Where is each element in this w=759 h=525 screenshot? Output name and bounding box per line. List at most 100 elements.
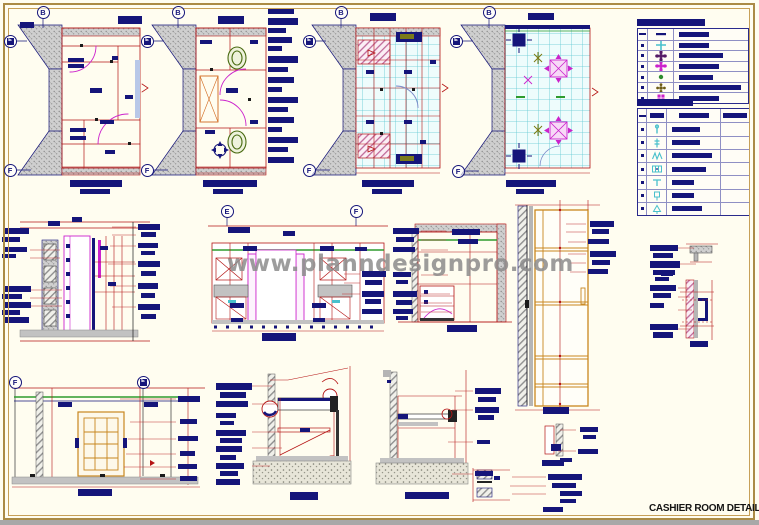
section-marker-b: B	[171, 5, 185, 19]
section-marker-f: F	[140, 163, 154, 177]
annotation-bar	[220, 392, 246, 398]
annotation-bar	[690, 341, 708, 347]
legend-table-symbols-symbol-cell	[648, 72, 674, 82]
annotation-bar	[365, 280, 382, 285]
legend-table-fixtures-tick-cell	[638, 149, 647, 162]
legend-table-fixtures-symbol-cell	[647, 123, 667, 136]
legend-table-fixtures-row	[638, 201, 749, 215]
annotation-bar	[141, 232, 156, 237]
annotation-bar	[2, 237, 20, 242]
section-marker-b: B	[334, 5, 348, 19]
legend-table-fixtures-extra-cell	[721, 163, 749, 175]
annotation-bar	[216, 430, 246, 436]
section-marker-f: F	[451, 164, 465, 178]
annotation-bar	[650, 261, 680, 268]
section-marker-f: F	[349, 204, 363, 218]
annotation-bar	[203, 180, 257, 187]
annotation-bar	[592, 229, 609, 234]
legend-table-symbols	[637, 28, 749, 104]
annotation-bar	[138, 243, 158, 248]
legend-table-fixtures-header-cell	[647, 109, 667, 123]
annotation-bar	[312, 303, 326, 308]
annotation-bar	[178, 464, 197, 469]
legend-table-symbols-row	[638, 39, 748, 51]
annotation-bar	[393, 272, 411, 277]
legend-table-fixtures-extra-cell	[721, 190, 749, 202]
annotation-bar	[268, 37, 292, 43]
annotation-bar	[452, 229, 480, 235]
annotation-bar	[5, 302, 31, 308]
annotation-bar	[653, 293, 671, 298]
legend-table-fixtures-symbol-cell	[647, 163, 667, 176]
annotation-bar	[20, 22, 34, 28]
annotation-bar	[592, 260, 610, 265]
annotation-bar	[560, 491, 582, 496]
annotation-bar	[393, 247, 415, 252]
legend-table-symbols-tick-cell	[638, 40, 648, 51]
annotation-bar	[220, 421, 234, 425]
legend-table-fixtures-extra-cell	[721, 176, 749, 188]
legend-table-symbols-text-cell	[674, 29, 748, 40]
annotation-bar	[268, 46, 282, 51]
annotation-bar	[548, 474, 582, 480]
annotation-bar	[475, 407, 499, 413]
elevation-view-ef	[208, 225, 388, 332]
annotation-bar	[583, 435, 596, 439]
watermark-text: www.planndesignpro.com	[227, 251, 574, 277]
annotation-bar	[268, 77, 294, 83]
annotation-bar	[268, 56, 298, 63]
legend-table-symbols-tick-cell	[638, 51, 648, 61]
legend-table-fixtures	[637, 108, 750, 216]
legend-table-fixtures-extra-cell	[721, 150, 749, 162]
legend-table-symbols-row	[638, 60, 748, 72]
annotation-bar	[268, 137, 298, 143]
annotation-bar	[355, 247, 367, 251]
ceiling-fan-symbol	[544, 54, 573, 145]
legend-symbol-dot-green	[658, 74, 663, 80]
annotation-bar	[313, 318, 325, 322]
marker-stems	[17, 19, 490, 226]
annotation-bar	[138, 283, 158, 289]
legend-table-fixtures-row	[638, 162, 749, 176]
annotation-bar	[70, 180, 122, 187]
plan-view-4-ceiling	[460, 24, 599, 176]
annotation-bar	[396, 316, 408, 320]
annotation-bar	[578, 449, 598, 454]
annotation-bar	[653, 332, 673, 338]
annotation-bar	[216, 413, 236, 418]
legend-symbol-box-cyan	[653, 191, 660, 201]
legend-table-fixtures-text-cell	[667, 176, 721, 189]
legend-table-fixtures-header-cell	[667, 109, 721, 123]
annotation-bar	[475, 388, 501, 394]
legend-table-fixtures-text-cell	[667, 123, 721, 136]
leader-lines	[30, 223, 696, 495]
counter-detail-1	[252, 366, 352, 485]
annotation-bar	[178, 436, 198, 441]
joint-detail-1	[544, 423, 564, 457]
section-marker-e: E	[3, 34, 17, 48]
plan-view-1	[17, 24, 149, 176]
annotation-bar	[362, 180, 414, 187]
legend-table-symbols-text-cell	[674, 93, 748, 103]
annotation-bar	[268, 127, 282, 132]
annotation-bar	[372, 189, 402, 194]
section-marker-e: E	[136, 375, 150, 389]
legend-symbol-dash-navy	[655, 33, 666, 36]
legend-table-fixtures-tick-cell	[638, 123, 647, 136]
legend-table-fixtures-text-cell	[667, 136, 721, 149]
legend-symbol-tee-cyan	[652, 179, 661, 187]
annotation-bar	[447, 325, 477, 332]
cabinet-section-view	[515, 200, 600, 411]
section-marker-b: B	[482, 5, 496, 19]
annotation-bar	[653, 253, 673, 258]
legend-table-symbols-tick-cell	[638, 93, 648, 103]
legend-symbol-lamp2-cyan	[654, 138, 659, 148]
legend-table-fixtures-symbol-cell	[647, 176, 667, 189]
annotation-bar	[506, 180, 556, 187]
legend-table-symbols-tick-cell	[638, 61, 648, 72]
annotation-bar	[100, 246, 108, 250]
section-marker-e: E	[302, 34, 316, 48]
legend-table-symbols-symbol-cell	[648, 40, 674, 51]
legend-symbol-fanlines-cyan	[651, 151, 663, 161]
